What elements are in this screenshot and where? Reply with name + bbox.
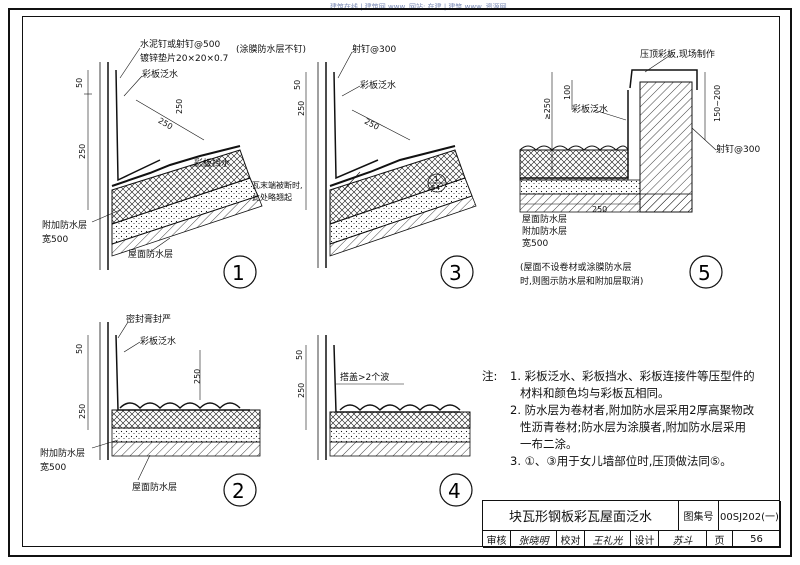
fig3-note-line1: 瓦末端被断时, bbox=[252, 180, 303, 190]
fig1-flashing-label: 彩板泛水 bbox=[142, 68, 178, 80]
figure-1: 50 250 250 250 水泥钉或射钉@500 镀锌垫片20×20×0.7 … bbox=[42, 38, 306, 289]
fig1-coating-note: (涂膜防水层不钉) bbox=[236, 43, 306, 55]
atlas-label: 图集号 bbox=[679, 501, 719, 531]
fig1-dim-250-slope: 250 bbox=[156, 116, 174, 131]
check-signature: 王礼光 bbox=[585, 531, 631, 548]
fig3-note-line2: 此处略翘起 bbox=[252, 192, 292, 202]
fig1-pad-label: 镀锌垫片20×20×0.7 bbox=[140, 52, 228, 64]
review-label: 审核 bbox=[483, 531, 511, 548]
fig3-dim-50: 50 bbox=[293, 80, 302, 90]
fig5-flashing-label: 彩板泛水 bbox=[572, 103, 608, 115]
fig2-width-label: 宽500 bbox=[40, 461, 66, 473]
fig2-flashing-label: 彩板泛水 bbox=[140, 335, 176, 347]
fig5-dim-150: 150~200 bbox=[713, 85, 722, 122]
fig4-dim-50: 50 bbox=[295, 350, 304, 360]
note-2a: 2. 防水层为卷材者,附加防水层采用2厚高聚物改 bbox=[510, 403, 755, 417]
fig5-cap-label: 压顶彩板,现场制作 bbox=[640, 48, 715, 60]
fig1-dim-250-upper: 250 bbox=[175, 99, 184, 114]
fig1-roof-layer-label: 屋面防水层 bbox=[128, 248, 173, 260]
note-2c: 一布二涂。 bbox=[520, 437, 578, 451]
drawing-sheet-border bbox=[8, 8, 792, 557]
figure-5: ≥250 100 150~200 250 压顶彩板,现场制作 彩板泛水 射钉@3… bbox=[519, 48, 760, 289]
figure-4: 50 250 搭盖>2个波 4 bbox=[295, 335, 473, 507]
fig4-overlap-label: 搭盖>2个波 bbox=[340, 371, 389, 383]
fig5-roof-layer-label: 屋面防水层 bbox=[522, 213, 567, 225]
check-label: 校对 bbox=[557, 531, 585, 548]
fig1-water-stop-label: 彩板挡水 bbox=[194, 157, 230, 169]
fig2-dim-250-vert: 250 bbox=[78, 404, 87, 419]
design-label: 设计 bbox=[631, 531, 659, 548]
note-1b: 材料和颜色均与彩板瓦相同。 bbox=[520, 386, 670, 400]
fig5-dim-250-horiz: 250 bbox=[592, 205, 607, 214]
fig2-dim-50: 50 bbox=[75, 344, 84, 354]
page-label: 页 bbox=[707, 531, 733, 548]
figure-3: 50 250 250 射钉@300 彩板泛水 瓦末端被断时, 此处略翘起 1 6… bbox=[252, 43, 477, 289]
review-signature: 张晓明 bbox=[511, 531, 557, 548]
notes-block: 注: 1. 彩板泛水、彩板挡水、彩板连接件等压型件的 材料和颜色均与彩板瓦相同。… bbox=[482, 368, 782, 470]
fig2-number: 2 bbox=[232, 479, 245, 503]
watermark-text: 建筑在线 | 建筑网 www. 网站: 在建 | 建筑 www. 资源网 bbox=[330, 3, 507, 11]
fig3-dim-250-slope: 250 bbox=[363, 117, 381, 132]
fig5-nail-label: 射钉@300 bbox=[716, 143, 760, 155]
fig5-note-line2: 时,则图示防水层和附加层取消) bbox=[520, 275, 643, 287]
design-signature: 苏斗 bbox=[659, 531, 707, 548]
fig5-note-line1: (屋面不设卷材或涂膜防水层 bbox=[520, 261, 632, 273]
fig3-dim-250-vert: 250 bbox=[297, 101, 306, 116]
note-3: 3. ①、③用于女儿墙部位时,压顶做法同⑤。 bbox=[510, 454, 732, 468]
page-number: 56 bbox=[733, 531, 781, 548]
note-1a: 1. 彩板泛水、彩板挡水、彩板连接件等压型件的 bbox=[510, 369, 755, 383]
fig5-dim-250: ≥250 bbox=[543, 98, 552, 120]
atlas-number: 00SJ202(一) bbox=[719, 501, 781, 531]
fig2-sealant-label: 密封膏封严 bbox=[126, 313, 171, 325]
fig5-extra-layer-label: 附加防水层 bbox=[522, 225, 567, 237]
fig3-ref-bottom: 64 bbox=[431, 184, 440, 192]
fig5-width-label: 宽500 bbox=[522, 237, 548, 249]
fig1-extra-layer-label: 附加防水层 bbox=[42, 219, 87, 231]
fig3-nail-label: 射钉@300 bbox=[352, 43, 396, 55]
fig5-dim-100: 100 bbox=[563, 85, 572, 100]
fig3-number: 3 bbox=[449, 261, 462, 285]
fig2-roof-layer-label: 屋面防水层 bbox=[132, 481, 177, 493]
note-2b: 性沥青卷材;防水层为涂膜者,附加防水层采用 bbox=[520, 420, 747, 434]
notes-head: 注: bbox=[482, 369, 498, 383]
title-block: 块瓦形钢板彩瓦屋面泛水 图集号 00SJ202(一) 审核 张晓明 校对 王礼光… bbox=[482, 500, 781, 548]
fig5-number: 5 bbox=[698, 261, 711, 285]
fig4-number: 4 bbox=[448, 479, 461, 503]
fig1-nail-label: 水泥钉或射钉@500 bbox=[140, 38, 220, 50]
drawing-title: 块瓦形钢板彩瓦屋面泛水 bbox=[483, 501, 679, 531]
figure-2: 50 250 250 密封膏封严 彩板泛水 附加防水层 宽500 屋面防水层 2 bbox=[40, 313, 261, 507]
fig2-dim-250-inner: 250 bbox=[193, 369, 202, 384]
fig2-extra-layer-label: 附加防水层 bbox=[40, 447, 85, 459]
fig1-width-label: 宽500 bbox=[42, 233, 68, 245]
fig4-dim-250: 250 bbox=[297, 383, 306, 398]
drawing-frame bbox=[22, 16, 780, 547]
fig3-flashing-label: 彩板泛水 bbox=[360, 79, 396, 91]
fig1-dim-250-vert: 250 bbox=[78, 144, 87, 159]
fig3-ref-top: 1 bbox=[434, 175, 438, 183]
fig1-dim-50: 50 bbox=[75, 78, 84, 88]
fig1-number: 1 bbox=[232, 261, 245, 285]
